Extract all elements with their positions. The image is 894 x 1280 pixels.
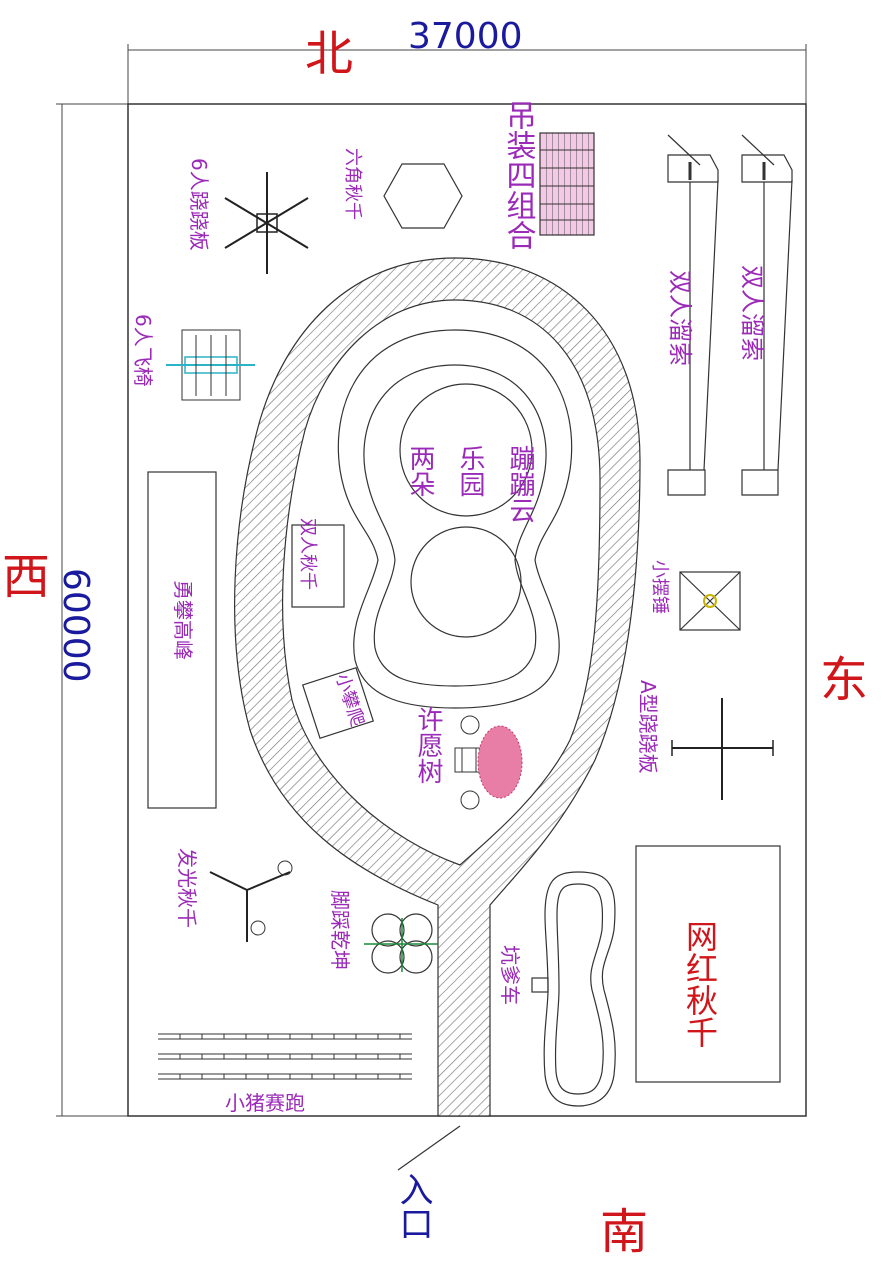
wish-tree-structure (454, 715, 523, 810)
entrance-path (397, 1125, 461, 1171)
glow-swing-label: 发光秋千 (175, 848, 199, 928)
zipline-1-label: 双人溜索 (666, 270, 694, 366)
pedal-qiankun-label: 脚踩乾坤 (328, 890, 352, 970)
seesaw6-label: 6人跷跷板 (187, 158, 211, 251)
small-pendulum-label: 小摆锤 (649, 560, 670, 614)
north-label: 北 (305, 26, 353, 82)
hex-swing-structure (383, 163, 463, 229)
width-dimension-label: 37000 (408, 16, 523, 57)
small-climb-structure (301, 666, 375, 740)
small-pendulum-structure (679, 571, 741, 631)
double-swing-label: 双人秋千 (297, 518, 318, 590)
pig-race-label: 小猪赛跑 (225, 1091, 305, 1115)
wish-tree-label: 许愿树 (413, 706, 443, 784)
hex-swing-label: 六角秋千 (342, 148, 363, 220)
internet-swing-structure (635, 845, 781, 1083)
width-dimension-line (127, 44, 807, 104)
flying-chair6-label: 6人飞椅 (131, 314, 155, 387)
a-seesaw-structure (671, 698, 774, 800)
kart-track (531, 871, 616, 1107)
flying-chair6-structure (166, 329, 255, 401)
west-label: 西 (2, 549, 50, 605)
pedal-qiankun-structure (364, 913, 438, 974)
climbing-peak-structure (147, 471, 217, 809)
seesaw6-structure (224, 172, 309, 274)
cloud-park-rings (337, 329, 573, 709)
entrance-label: 入口 (393, 1172, 433, 1240)
climbing-peak-label: 勇攀高峰 (171, 580, 195, 660)
east-label: 东 (820, 652, 868, 708)
height-dimension-line (56, 103, 128, 1117)
pig-race-structure (158, 1033, 412, 1080)
double-swing-structure (291, 524, 345, 608)
cloud-park-label-line2: 乐园 (455, 445, 485, 497)
zipline-1-structure (667, 134, 719, 496)
a-seesaw-label: A型跷跷板 (636, 680, 660, 774)
internet-swing-label: 网红秋千 (681, 920, 719, 1048)
hanging-combo-structure (539, 132, 595, 236)
cloud-park-label-line1: 蹦蹦云 (505, 445, 535, 523)
walking-path (234, 257, 641, 1117)
cloud-park-label-line3: 两朵 (405, 445, 435, 497)
glow-swing-structure (209, 860, 293, 942)
hanging-combo-label: 吊装四组合 (501, 100, 536, 250)
kart-label: 坑爹车 (498, 945, 522, 1005)
height-dimension-label: 60000 (55, 568, 96, 683)
south-label: 南 (600, 1204, 648, 1260)
small-climb-label: 小攀爬 (331, 671, 368, 729)
zipline-2-label: 双人溜索 (738, 265, 766, 361)
zipline-2-structure (741, 134, 793, 496)
